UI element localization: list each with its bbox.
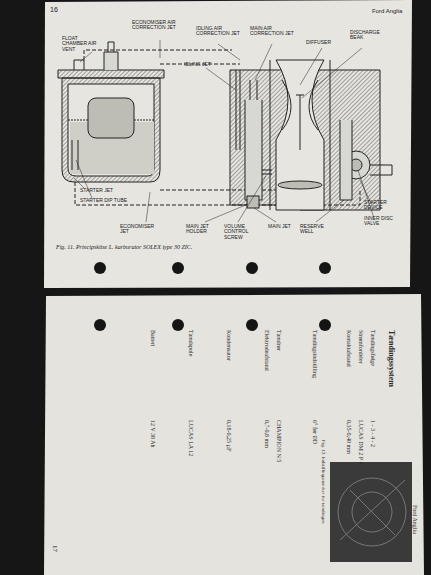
page-text: CHAMPION N 5 [276, 420, 282, 462]
page-text: Ford Anglia [412, 505, 418, 534]
timing-photo [330, 462, 412, 562]
part-label: DIFFUSER [306, 40, 342, 45]
page-text: Elektrodeafstand [264, 330, 270, 371]
page-text: 1 - 3 - 4 - 2 [370, 420, 376, 447]
page-text: 12 V 38 Ah [150, 420, 156, 448]
part-label: ECONOMISER AIR CORRECTION JET [132, 20, 190, 31]
part-label: STARTER JET [80, 188, 130, 193]
top-page [44, 0, 412, 288]
carburettor-drawing [58, 42, 392, 210]
timing-photo-detail [338, 478, 406, 546]
part-label: RESERVE WELL [300, 224, 332, 235]
page-text: Kontaktafstand [346, 330, 352, 367]
page-text: Batteri [150, 330, 156, 346]
part-label: IDLING AIR CORRECTION JET [196, 26, 244, 37]
leader-lines [74, 40, 374, 222]
page-text: 6° før ØD [312, 420, 318, 444]
part-label: IDLING JET [184, 62, 214, 67]
bottom-page [44, 294, 424, 575]
part-label: STARTER DIP TUBE [80, 198, 130, 203]
part-label: STARTER DEVICE [364, 200, 400, 211]
part-label: FLOAT CHAMBER AIR VENT [62, 36, 102, 52]
page-text: LUCAS DM 2 P 4 [358, 420, 364, 464]
page-text: 0,7-0,8 mm [264, 420, 270, 448]
page-text: Tændingsfølge [370, 330, 376, 366]
page-text: Tændspole [188, 330, 194, 356]
page-text: 17 [51, 545, 58, 552]
part-label: 16 [50, 6, 58, 13]
punch-holes [94, 262, 331, 331]
part-label: DISCHARGE BEAK [350, 30, 390, 41]
part-label: ECONOMISER JET [120, 224, 160, 235]
part-label: MAIN AIR CORRECTION JET [250, 26, 294, 37]
page-text: Tændingssystem [387, 330, 395, 387]
part-label: Ford Anglia [372, 8, 402, 14]
page-text: Kondensator [226, 330, 232, 361]
part-label: MAIN JET HOLDER [186, 224, 222, 235]
page-text: Strømfordeler [358, 330, 364, 364]
part-label: INNER DISC VALVE [364, 216, 402, 227]
page-text: LUCAS LA 12 [188, 420, 194, 456]
page-text: Fig. 12. Indstillingsmærker for tændinge… [321, 440, 326, 524]
page-text: 0,35-0,40 mm [346, 420, 352, 454]
page-text: Tændrør [276, 330, 282, 351]
page-text: Tændingsindstilling [312, 330, 318, 378]
part-label: MAIN JET [268, 224, 294, 229]
figure-caption: Fig. 11. Principskitse L. karburator SOL… [56, 244, 192, 250]
part-label: VOLUME CONTROL SCREW [224, 224, 264, 240]
page-text: 0,18-0,25 µF [226, 420, 232, 451]
